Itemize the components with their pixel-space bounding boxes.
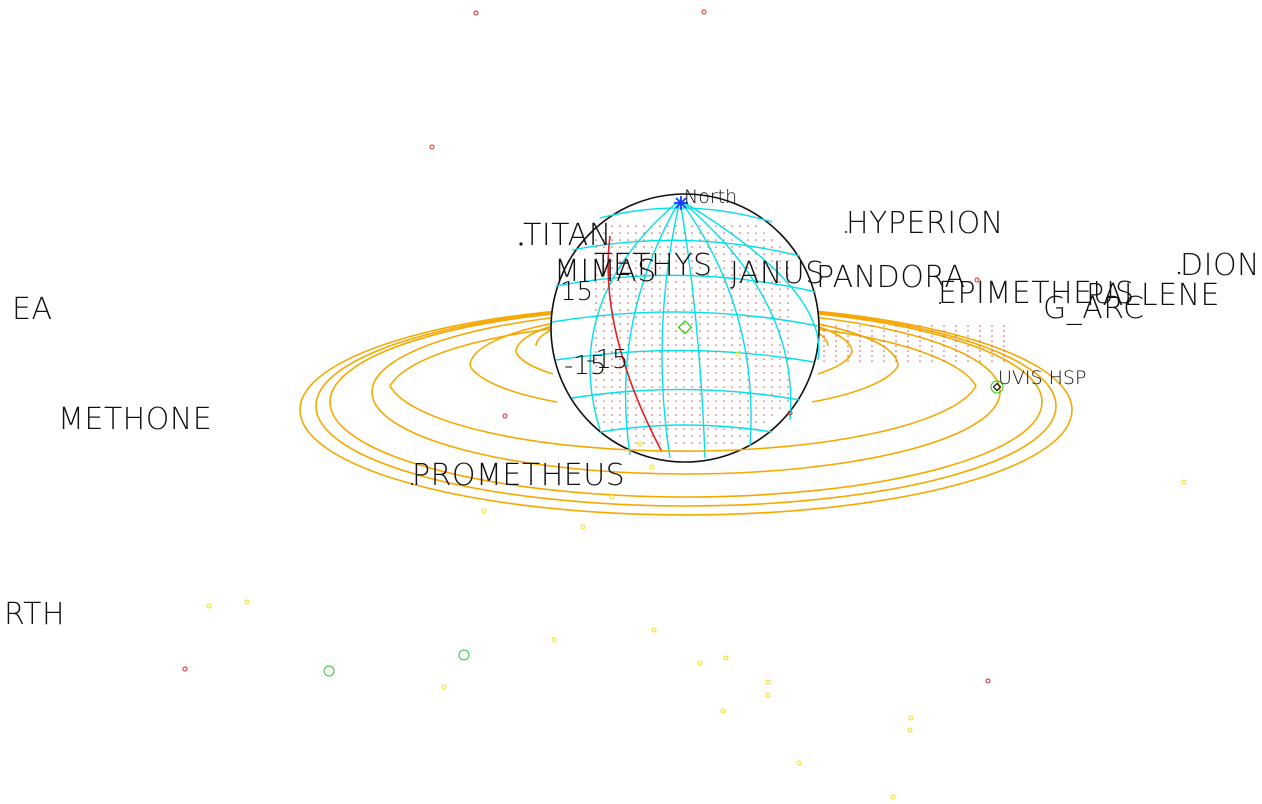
star-marker [649,464,655,470]
uvis-hsp-label: UVIS HSP [998,367,1086,389]
north-pole-icon [674,196,688,210]
star-marker [697,660,703,666]
star-marker [609,494,615,500]
terminator-line [607,235,663,453]
star-marker [723,655,729,661]
star-marker [244,599,250,605]
star-marker [481,508,487,514]
lat-minus-15-label: -15 [564,351,606,381]
star-marker [206,603,212,609]
rings-front [299,351,1073,516]
star-marker [637,441,643,447]
star-marker [1181,479,1187,485]
star-marker [551,637,557,643]
star-marker [502,413,508,419]
star-marker [787,410,793,416]
star-marker [429,144,435,150]
star-marker [701,9,707,15]
star-marker [651,627,657,633]
star-marker [458,649,470,661]
titan-label: TITAN [523,218,612,253]
pandora-label: PANDORA [816,260,966,295]
epimetheus-label: EPIMETHEUS [938,276,1135,311]
star-marker [765,679,771,685]
rth-label: RTH [4,597,65,632]
pallene-label: PALLENE [1086,278,1220,313]
uvis-hsp-marker-icon [990,380,1004,394]
dion-label: DION [1180,248,1260,283]
star-marker [974,277,980,283]
star-marker [441,684,447,690]
star-marker [765,692,771,698]
methone-label: METHONE [58,402,212,437]
janus-label: JANUS [730,256,825,291]
g-arc-label: G_ARC [1043,291,1145,326]
lat-plus-15-label: 15 [560,277,593,307]
background-stars [182,9,1187,800]
star-marker [908,715,914,721]
star-marker [473,10,479,16]
lat-lon-grid [551,199,820,459]
star-marker [985,678,991,684]
north-label: North [684,186,737,208]
star-marker [907,727,913,733]
lat-minus-15-label-2: -15 [586,345,628,375]
star-marker [796,760,802,766]
boresight-diamond-icon [677,319,693,335]
tethys-label: TETHYS [594,248,713,283]
star-marker [580,524,586,530]
star-marker [720,708,726,714]
moon-dots [411,231,1181,485]
ring-shadow-dots [823,325,1005,362]
mimas-label: MIMAS [554,254,657,289]
prometheus-label: PROMETHEUS [412,458,625,493]
star-marker [890,794,896,800]
ea-label: EA [12,292,52,327]
hyperion-label: HYPERION [846,206,1004,241]
planet-disk [550,193,820,463]
star-marker [323,665,335,677]
star-marker [182,666,188,672]
star-marker [735,351,741,357]
